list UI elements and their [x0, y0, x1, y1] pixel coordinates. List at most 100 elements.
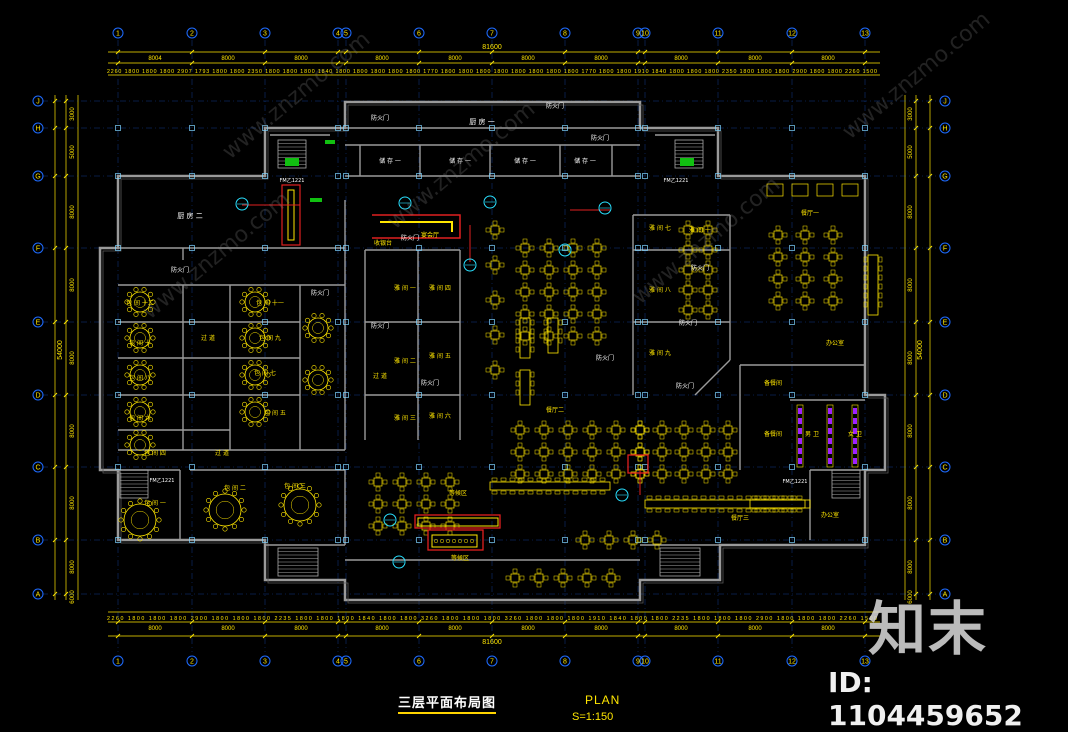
- chair: [644, 449, 650, 455]
- chair: [613, 537, 619, 543]
- chair: [316, 502, 322, 508]
- dimension-text: 6000: [908, 590, 914, 604]
- chair: [582, 449, 588, 455]
- dimension-text: 8000: [70, 424, 76, 438]
- chair: [126, 401, 132, 407]
- grid-bubble-label: 11: [714, 659, 721, 666]
- chair: [485, 262, 491, 268]
- chair: [546, 260, 552, 266]
- toilet-stall: [796, 404, 804, 468]
- chair: [543, 328, 548, 335]
- chair: [529, 311, 535, 317]
- stool: [433, 538, 439, 544]
- square-table: [520, 287, 530, 297]
- chair: [673, 508, 680, 513]
- chair: [775, 269, 781, 275]
- reception-desk: [431, 534, 478, 548]
- chair: [153, 507, 159, 513]
- dimension-text: 8000: [674, 56, 688, 62]
- chair: [491, 477, 498, 482]
- dimension-text: 81600: [482, 44, 502, 51]
- chair: [524, 471, 530, 477]
- chair: [454, 501, 460, 507]
- chair: [599, 490, 606, 495]
- structural-column: [343, 464, 349, 470]
- chair: [156, 517, 162, 523]
- chair: [124, 442, 130, 448]
- chair: [666, 449, 672, 455]
- chair: [659, 464, 665, 470]
- lazy-susan: [134, 332, 146, 344]
- chair: [837, 298, 843, 304]
- chair: [685, 260, 691, 266]
- structural-column: [262, 537, 268, 543]
- square-table: [539, 425, 549, 435]
- square-table: [421, 499, 431, 509]
- structural-column: [862, 173, 868, 179]
- room-label: 雅 间 五: [429, 352, 451, 360]
- chair: [567, 575, 573, 581]
- chair: [148, 307, 154, 313]
- structural-column: [115, 392, 121, 398]
- room-label: FM乙1221: [280, 177, 305, 184]
- dimension-text: 54000: [917, 340, 924, 360]
- structural-column: [189, 392, 195, 398]
- toilet-fixture: [853, 438, 857, 444]
- chair: [536, 582, 542, 588]
- chair: [492, 269, 498, 275]
- chair: [382, 479, 388, 485]
- chair: [577, 267, 583, 273]
- exit-sign: [680, 158, 694, 166]
- exit-sign: [285, 158, 299, 166]
- dimension-tick: [335, 49, 341, 55]
- chair: [248, 421, 254, 427]
- grid-bubble-label: G: [35, 174, 40, 181]
- room-label: 办公室: [821, 511, 839, 519]
- chair: [124, 299, 130, 305]
- room-label: 防火门: [691, 264, 709, 272]
- dimension-tick: [416, 633, 422, 639]
- chair: [565, 456, 571, 462]
- chair: [769, 495, 776, 500]
- chair: [705, 274, 711, 280]
- chair: [518, 490, 525, 495]
- chair: [795, 298, 801, 304]
- chair: [548, 449, 554, 455]
- chair: [399, 486, 405, 492]
- chair: [802, 291, 808, 297]
- dimension-tick: [63, 591, 69, 597]
- drawing-title: 三层平面布局图: [398, 692, 497, 714]
- chair: [782, 232, 788, 238]
- chair: [565, 420, 571, 426]
- grid-bubble-label: 2: [190, 659, 194, 666]
- square-table: [421, 477, 431, 487]
- grid-bubble: [112, 27, 124, 39]
- chair: [519, 575, 525, 581]
- toilet-fixture: [828, 408, 832, 414]
- structural-column: [416, 464, 422, 470]
- structural-column: [115, 125, 121, 131]
- chair: [599, 537, 605, 543]
- chair: [589, 456, 595, 462]
- chair: [530, 380, 535, 387]
- structural-column: [635, 319, 641, 325]
- grid-bubble-label: 10: [641, 659, 649, 666]
- chair: [529, 245, 535, 251]
- chair: [553, 267, 559, 273]
- chair: [790, 495, 797, 500]
- square-table: [703, 265, 713, 275]
- dimension-text-fine: 2260 1800 1800 1800 2900 1800 1800 1800 …: [107, 616, 877, 622]
- chair: [137, 536, 143, 542]
- square-table: [628, 535, 638, 545]
- chair: [830, 239, 836, 245]
- chair: [594, 238, 600, 244]
- dimension-tick: [343, 633, 349, 639]
- grid-bubble-label: 2: [190, 31, 194, 38]
- chair: [775, 283, 781, 289]
- chair: [541, 434, 547, 440]
- chair: [725, 464, 731, 470]
- structural-column: [189, 245, 195, 251]
- chair: [760, 495, 767, 500]
- chair: [768, 232, 774, 238]
